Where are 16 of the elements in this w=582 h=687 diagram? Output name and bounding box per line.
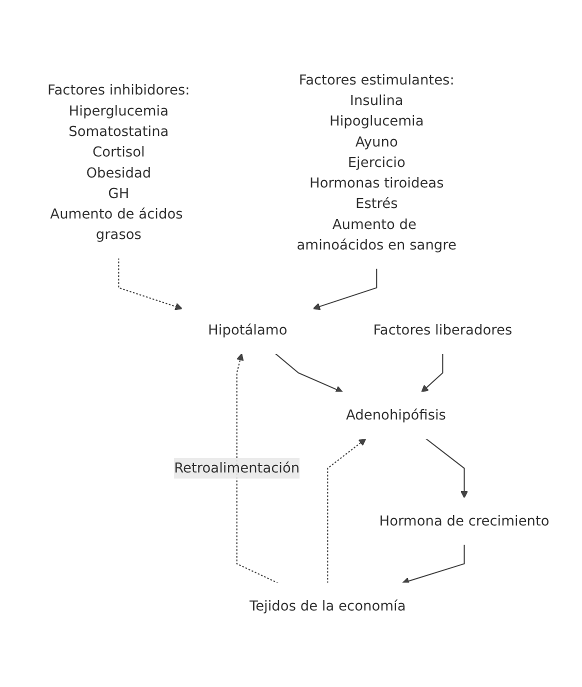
arrow bbox=[236, 353, 278, 584]
arrow bbox=[426, 438, 468, 499]
arrow bbox=[312, 268, 378, 310]
node-text: Factores estimulantes: Insulina Hipoglucemia Ayuno Ejercicio Hormonas tiroideas Estrés Aumento de aminoácidos en sangre bbox=[296, 72, 456, 254]
arrow bbox=[118, 258, 183, 310]
node-text: Tejidos de la economía bbox=[249, 598, 406, 614]
arrow bbox=[402, 544, 465, 585]
arrow bbox=[327, 438, 366, 584]
arrow bbox=[421, 354, 444, 393]
node-text: Factores liberadores bbox=[373, 322, 512, 338]
arrow bbox=[275, 353, 344, 394]
edge-label: Retroalimentación bbox=[174, 460, 300, 476]
node-text: Factores inhibidores: Hiperglucemia Somatostatina Cortisol Obesidad GH Aumento de ácidos grasos bbox=[48, 82, 190, 243]
node-text: Adenohipófisis bbox=[346, 407, 446, 424]
node-text: Hormona de crecimiento bbox=[379, 512, 550, 530]
node-text: Hipotálamo bbox=[208, 322, 288, 338]
